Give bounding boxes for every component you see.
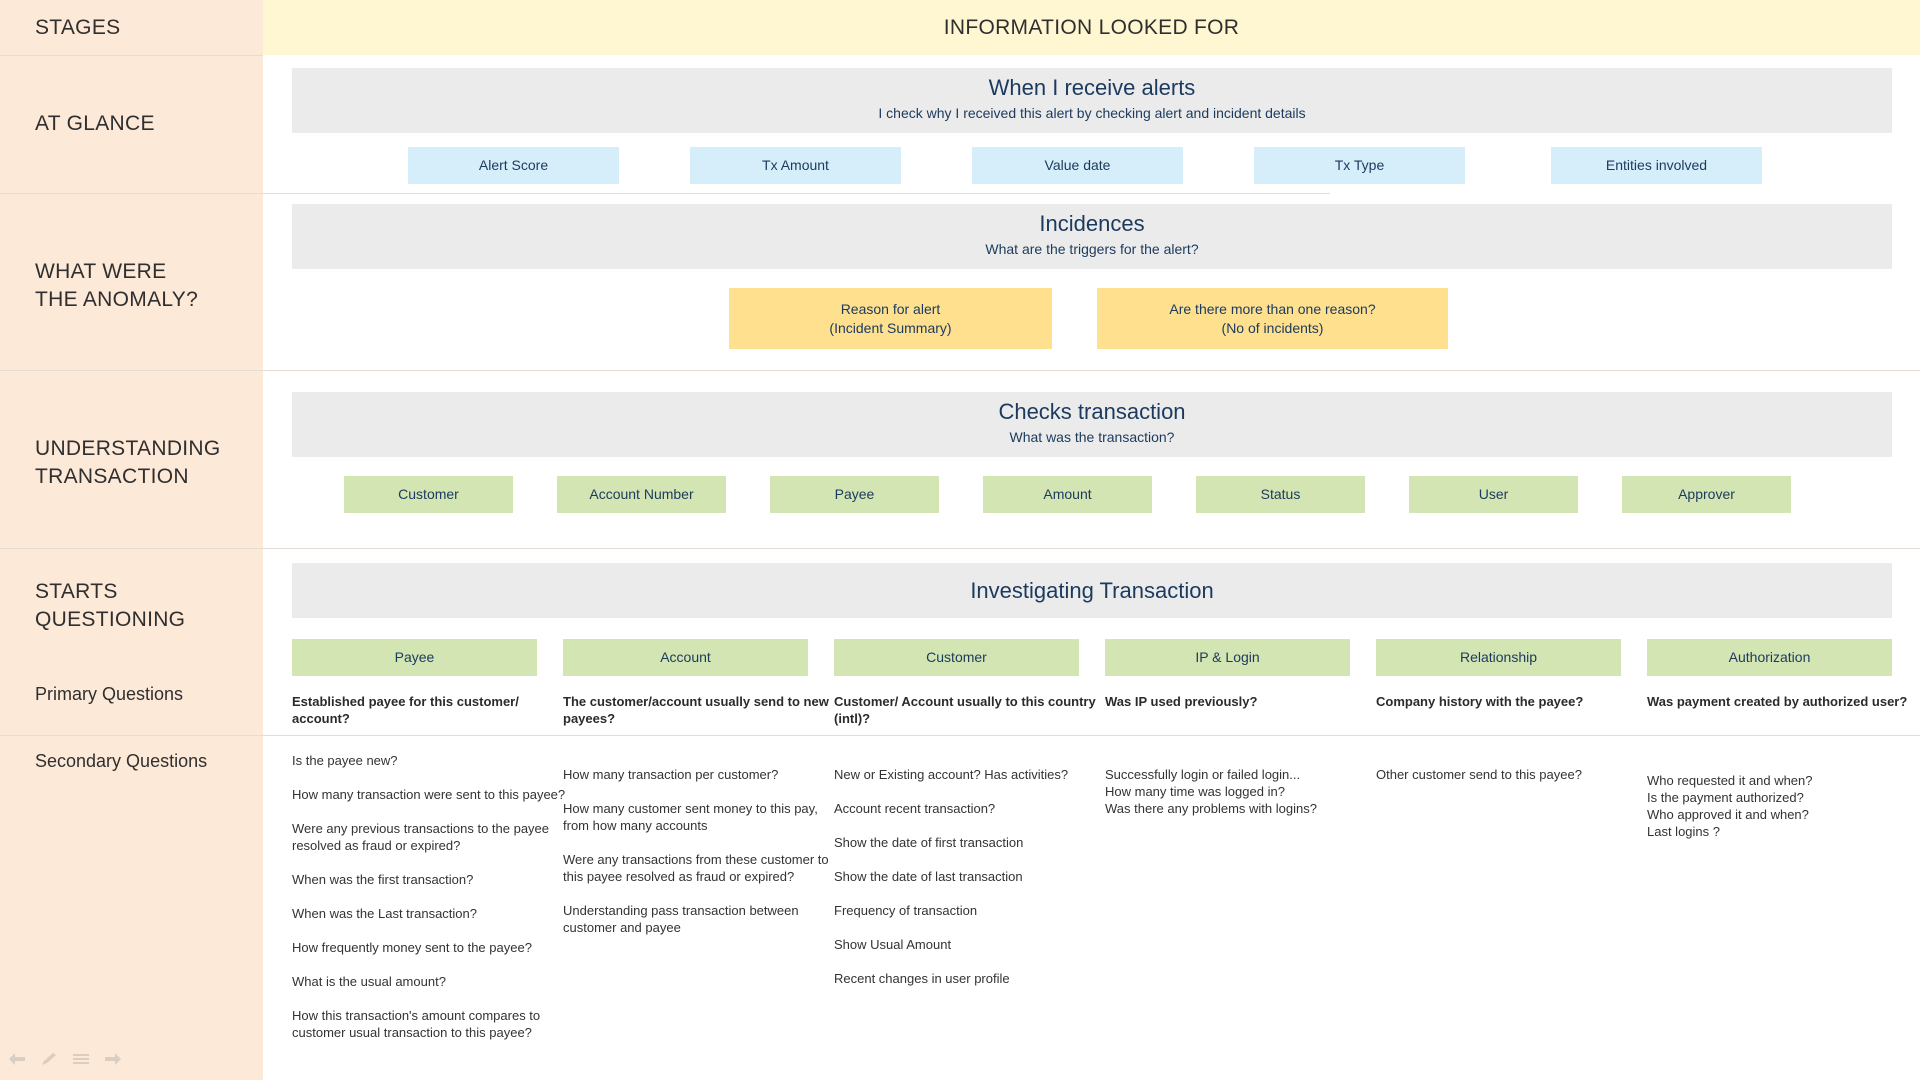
check-user-box: User (1409, 476, 1578, 513)
stages-column (0, 0, 263, 1080)
list-item: New or Existing account? Has activities? (834, 767, 1069, 782)
list-item: Was there any problems with logins? (1105, 801, 1317, 816)
list-item: Frequency of transaction (834, 903, 978, 918)
checks-banner: Checks transaction What was the transact… (292, 392, 1892, 457)
tx-amount-box: Tx Amount (690, 147, 901, 184)
primary-question-payee: Established payee for this customer/ acc… (292, 694, 519, 726)
secondary-authorization-list: Who requested it and when? Is the paymen… (1647, 772, 1920, 840)
alerts-title: When I receive alerts (988, 75, 1196, 100)
incidences-banner: Incidences What are the triggers for the… (292, 204, 1892, 269)
secondary-payee-list: Is the payee new? How many transaction w… (292, 752, 567, 1041)
check-status-box: Status (1196, 476, 1365, 513)
check-amount-box: Amount (983, 476, 1152, 513)
row-divider (0, 55, 263, 56)
check-customer-box: Customer (344, 476, 513, 513)
check-account-number-box: Account Number (557, 476, 726, 513)
list-item: How many transaction were sent to this p… (292, 787, 566, 802)
stage-at-glance: AT GLANCE (35, 112, 155, 135)
list-item: Who approved it and when? (1647, 807, 1809, 822)
list-item: How this transaction's amount compares t… (292, 1008, 541, 1040)
stage-understanding: UNDERSTANDING TRANSACTION (35, 437, 221, 488)
checks-subtitle: What was the transaction? (1009, 429, 1175, 445)
checks-title: Checks transaction (998, 399, 1186, 424)
secondary-ip-login-list: Successfully login or failed login... Ho… (1105, 766, 1380, 817)
list-item: How many customer sent money to this pay… (563, 801, 818, 833)
list-item: Is the payment authorized? (1647, 790, 1804, 805)
list-item: How many time was logged in? (1105, 784, 1285, 799)
stages-header: STAGES (35, 16, 121, 39)
slideshow-toolbar (8, 1052, 122, 1066)
col-payee-header: Payee (292, 639, 537, 676)
primary-question-customer: Customer/ Account usually to this countr… (834, 694, 1096, 726)
alerts-subtitle: I check why I received this alert by che… (878, 105, 1306, 121)
primary-question-authorization: Was payment created by authorized user? (1647, 694, 1908, 709)
investigating-title: Investigating Transaction (970, 578, 1214, 603)
col-authorization-header: Authorization (1647, 639, 1892, 676)
incidences-subtitle: What are the triggers for the alert? (985, 241, 1199, 257)
list-item: Successfully login or failed login... (1105, 767, 1301, 782)
row-divider (0, 370, 1920, 371)
col-ip-login-header: IP & Login (1105, 639, 1350, 676)
stage-questioning: STARTS QUESTIONING (35, 580, 186, 631)
entities-involved-box: Entities involved (1551, 147, 1762, 184)
stage-anomaly: WHAT WERE THE ANOMALY? (35, 260, 199, 311)
stage-secondary-questions: Secondary Questions (35, 751, 208, 771)
back-arrow-icon[interactable] (8, 1052, 26, 1066)
alerts-banner: When I receive alerts I check why I rece… (292, 68, 1892, 133)
col-account-header: Account (563, 639, 808, 676)
incidences-title: Incidences (1039, 211, 1145, 236)
list-item: Understanding pass transaction between c… (563, 903, 799, 935)
multiple-reasons-box: Are there more than one reason? (No of i… (1097, 288, 1448, 349)
reason-for-alert-box: Reason for alert (Incident Summary) (729, 288, 1052, 349)
investigating-banner: Investigating Transaction (292, 563, 1892, 618)
secondary-account-list: How many transaction per customer? How m… (563, 766, 838, 936)
list-item: Recent changes in user profile (834, 971, 1010, 986)
primary-question-account: The customer/account usually send to new… (563, 694, 829, 726)
info-header-title: INFORMATION LOOKED FOR (943, 16, 1240, 39)
secondary-customer-list: New or Existing account? Has activities?… (834, 766, 1109, 987)
tx-type-box: Tx Type (1254, 147, 1465, 184)
menu-icon[interactable] (72, 1052, 90, 1066)
value-date-box: Value date (972, 147, 1183, 184)
list-item: Show the date of last transaction (834, 869, 1023, 884)
list-item: Show the date of first transaction (834, 835, 1024, 850)
list-item: Is the payee new? (292, 753, 398, 768)
primary-question-ip-login: Was IP used previously? (1105, 694, 1258, 709)
secondary-relationship-list: Other customer send to this payee? (1376, 766, 1651, 783)
check-approver-box: Approver (1622, 476, 1791, 513)
row-divider (0, 548, 1920, 549)
info-header-bar (263, 0, 1920, 55)
col-relationship-header: Relationship (1376, 639, 1621, 676)
list-item: Show Usual Amount (834, 937, 952, 952)
list-item: Were any transactions from these custome… (563, 852, 829, 884)
col-customer-header: Customer (834, 639, 1079, 676)
stage-primary-questions: Primary Questions (35, 684, 184, 704)
list-item: How frequently money sent to the payee? (292, 940, 532, 955)
list-item: Account recent transaction? (834, 801, 996, 816)
list-item: Who requested it and when? (1647, 773, 1813, 788)
list-item: Last logins ? (1647, 824, 1720, 839)
row-divider (0, 735, 1920, 736)
list-item: When was the first transaction? (292, 872, 474, 887)
check-payee-box: Payee (770, 476, 939, 513)
list-item: How many transaction per customer? (563, 767, 779, 782)
list-item: Other customer send to this payee? (1376, 767, 1582, 782)
list-item: When was the Last transaction? (292, 906, 477, 921)
primary-question-relationship: Company history with the payee? (1376, 694, 1584, 709)
list-item: What is the usual amount? (292, 974, 446, 989)
list-item: Were any previous transactions to the pa… (292, 821, 550, 853)
forward-arrow-icon[interactable] (104, 1052, 122, 1066)
row-divider (0, 193, 1330, 194)
pen-icon[interactable] (40, 1052, 58, 1066)
alert-score-box: Alert Score (408, 147, 619, 184)
